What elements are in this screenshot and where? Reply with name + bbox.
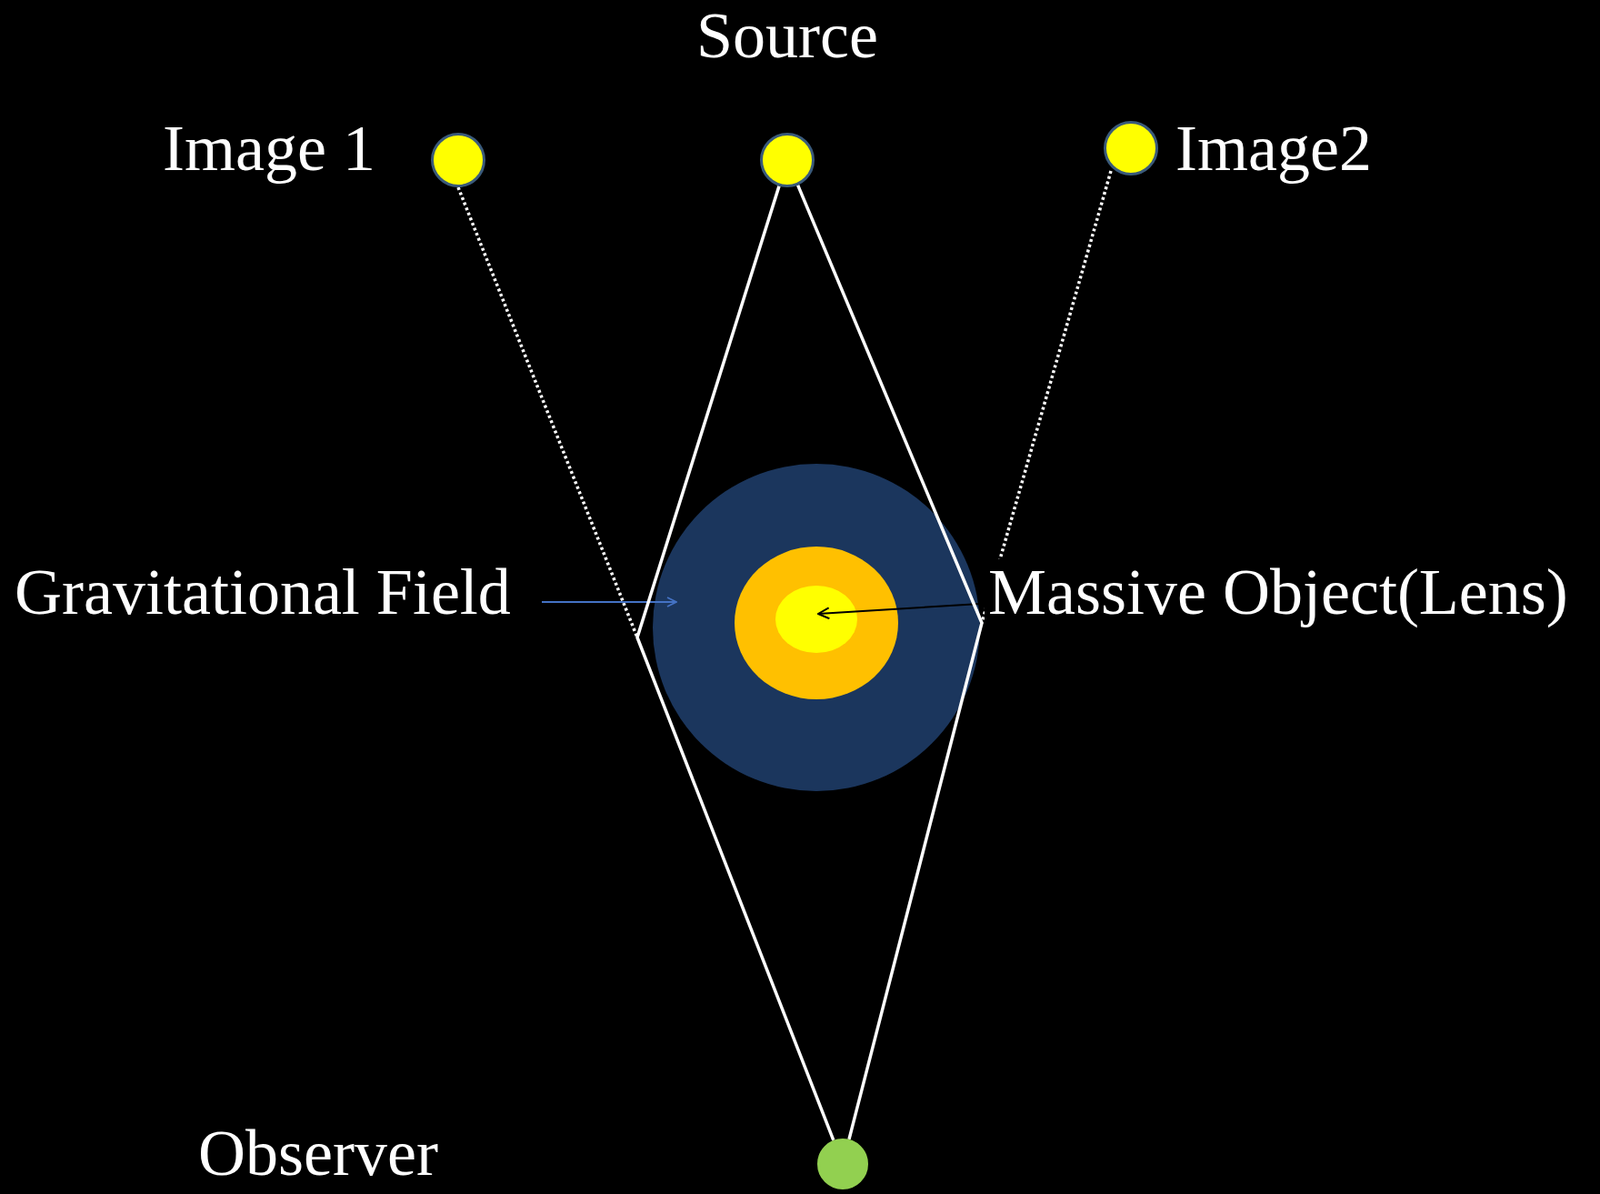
observer-dot: Observer: [817, 1138, 869, 1190]
field-label: Gravitational Field: [10, 559, 515, 625]
node-label: Image2: [1175, 115, 1372, 181]
node-label: Observer: [198, 1120, 439, 1186]
node-circle: [430, 132, 486, 188]
lens-label: Massive Object(Lens): [984, 559, 1572, 625]
source-star: Source: [760, 132, 815, 188]
image-star: Image 1: [430, 132, 486, 188]
light-ray: [798, 185, 982, 1140]
lens-core: [775, 585, 858, 653]
node-circle: [1103, 120, 1159, 176]
node-circle: [817, 1138, 869, 1190]
node-label: Image 1: [162, 115, 376, 181]
light-ray: [637, 186, 834, 1140]
node-label: Source: [696, 2, 879, 69]
node-circle: [760, 132, 815, 188]
lens-outer: [734, 546, 899, 700]
gravitational-field: [652, 463, 980, 791]
leader-arrow: [818, 603, 980, 614]
apparent-ray: [981, 170, 1111, 623]
leader-arrow: [541, 600, 677, 603]
image-star: Image2: [1103, 120, 1159, 176]
